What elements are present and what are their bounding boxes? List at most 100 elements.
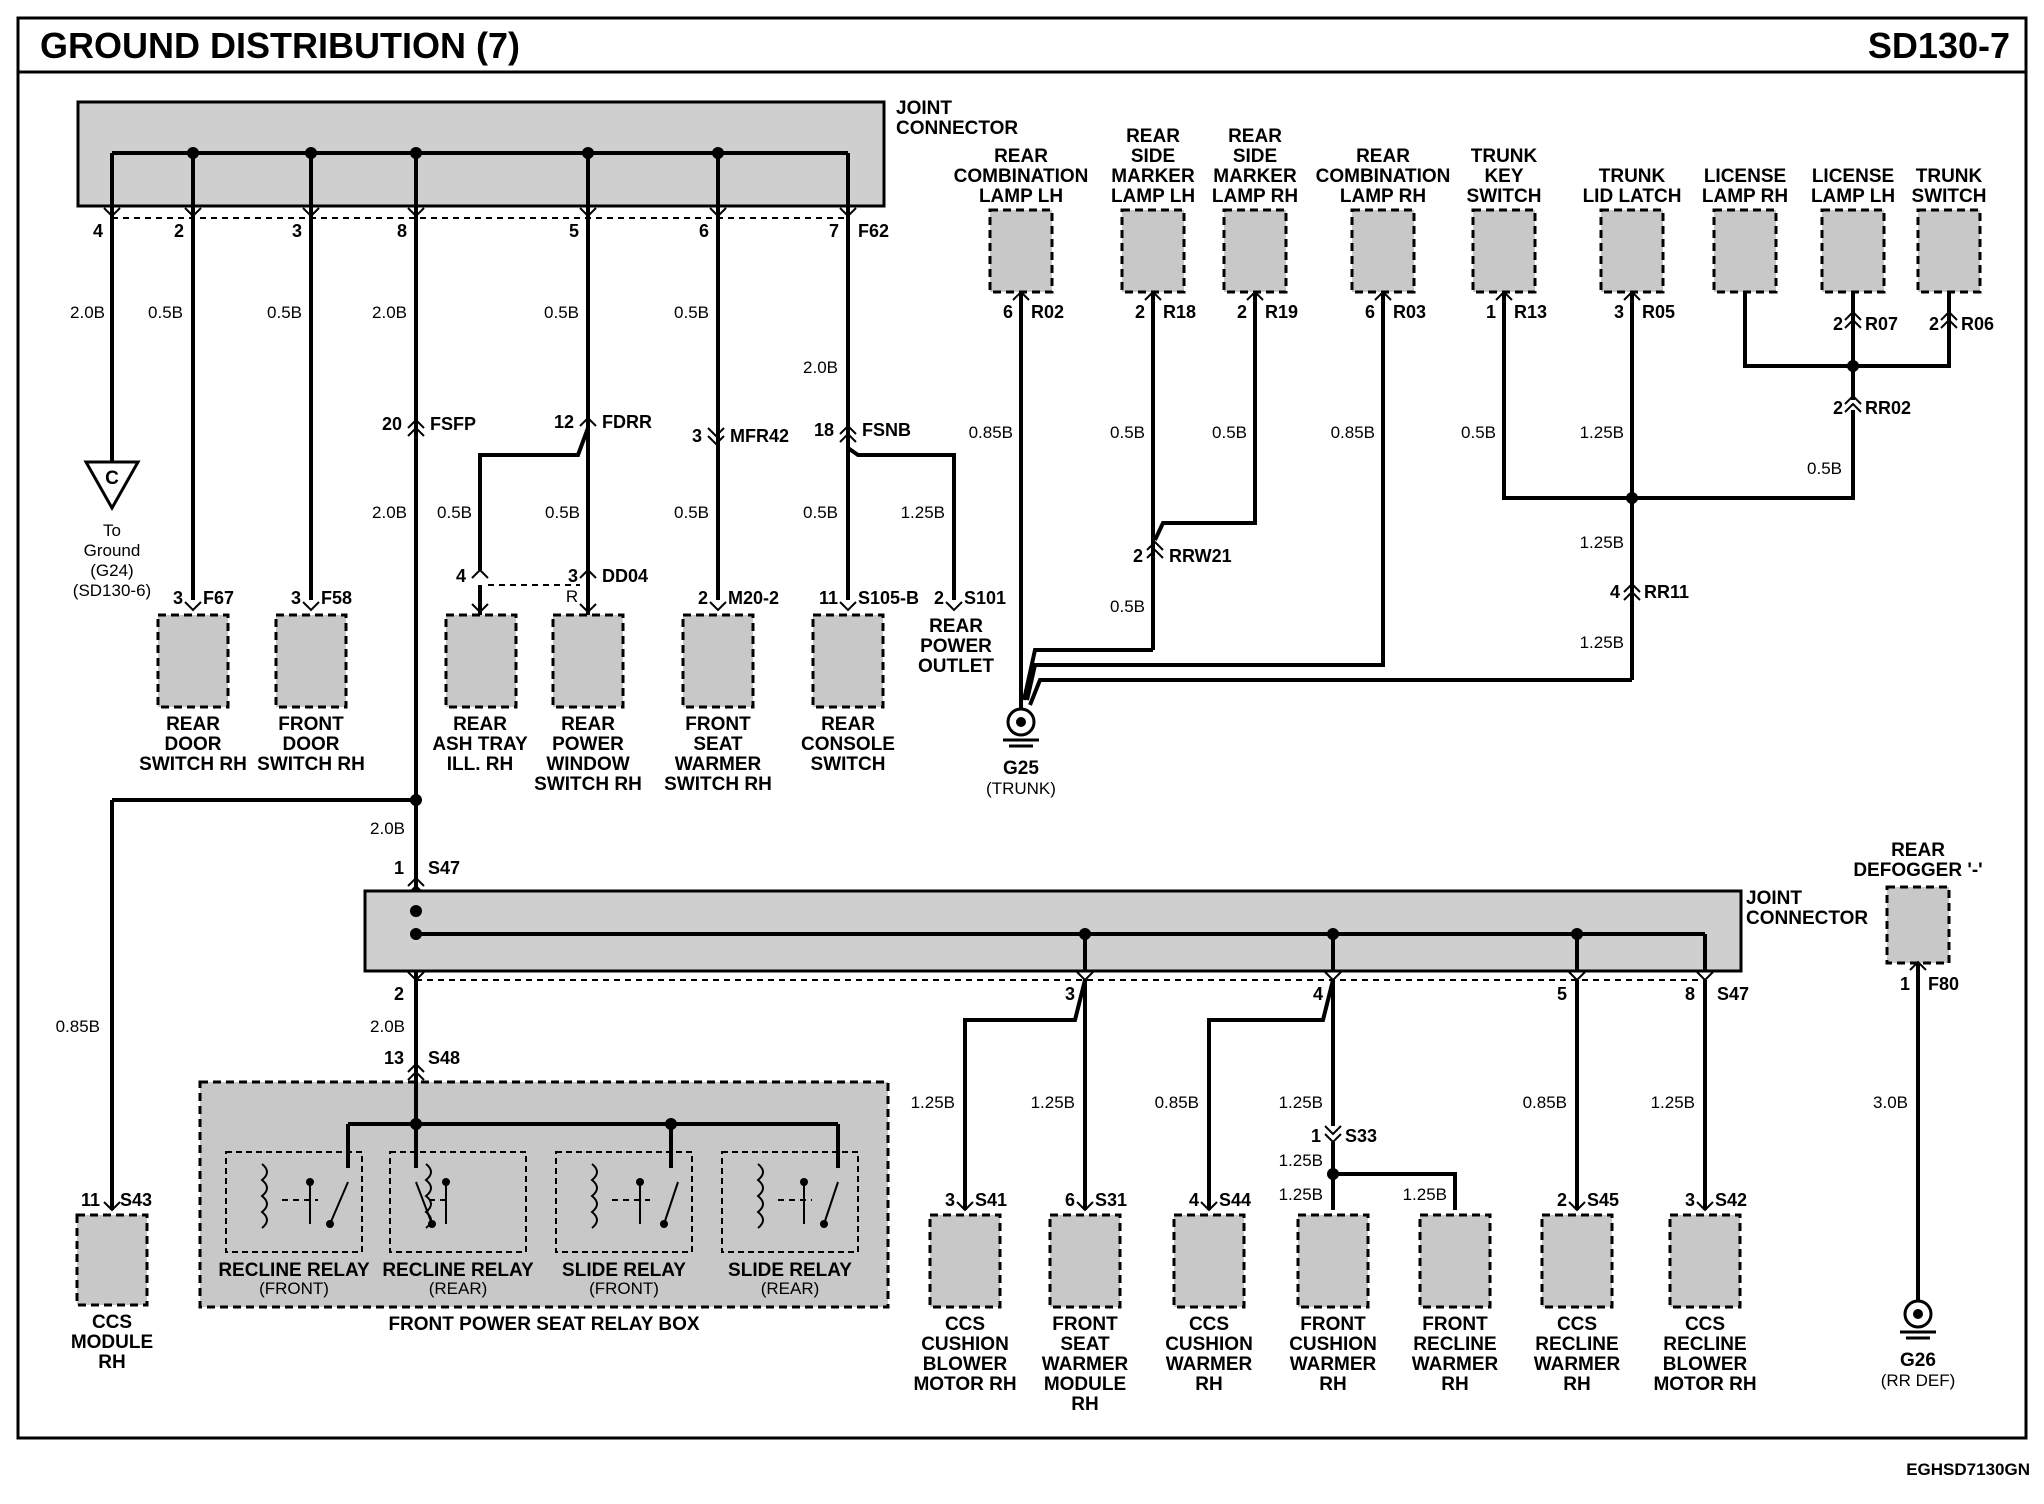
- s33-pin: 1: [1311, 1126, 1321, 1146]
- conn: R13: [1514, 302, 1547, 322]
- s47-top-name: S47: [428, 858, 460, 878]
- g26-name: G26: [1900, 1350, 1936, 1371]
- fsfp-connector: [407, 418, 425, 437]
- comp-name: LAMP RH: [1340, 186, 1426, 207]
- wire-label: 0.5B: [1110, 597, 1145, 616]
- comp-name: FRONT: [278, 714, 344, 735]
- lower-pin: 4: [1313, 984, 1323, 1004]
- conn: R18: [1163, 302, 1196, 322]
- ccs-module-name: CCS: [92, 1312, 132, 1333]
- rear-defogger-pin: 1: [1900, 974, 1910, 994]
- g26-sub: (RR DEF): [1881, 1371, 1956, 1390]
- pin: 2: [1557, 1190, 1567, 1210]
- upper-component-names: REAR DOOR SWITCH RH FRONT DOOR SWITCH RH…: [139, 616, 994, 795]
- comp-name: REAR: [821, 714, 875, 735]
- comp-pin: 11: [819, 588, 838, 608]
- outlet-pin: 2: [934, 588, 944, 608]
- comp-name: REAR: [1356, 146, 1410, 167]
- comp-name: RECLINE: [1535, 1334, 1618, 1355]
- rear-defogger-name: DEFOGGER '-': [1853, 860, 1982, 881]
- outlet-conn: S101: [964, 588, 1006, 608]
- wire-label: 0.5B: [148, 303, 183, 322]
- ground-c-symbol: [83, 460, 141, 512]
- s48-name: S48: [428, 1048, 460, 1068]
- conn: R06: [1961, 314, 1994, 334]
- lower-joint-connector: [363, 889, 1743, 982]
- wire-label: 0.5B: [1461, 423, 1496, 442]
- comp-name: ILL. RH: [447, 754, 514, 775]
- comp-name: CCS: [1189, 1314, 1229, 1335]
- wire-label: 0.5B: [437, 503, 472, 522]
- relay-name: SLIDE RELAY: [728, 1260, 852, 1281]
- relay-name: RECLINE RELAY: [218, 1260, 370, 1281]
- conn: S41: [975, 1190, 1007, 1210]
- fdrr-name: FDRR: [602, 412, 652, 432]
- rr02-name: RR02: [1865, 398, 1911, 418]
- ccs-module-name: RH: [98, 1352, 125, 1373]
- comp-name: FRONT: [1052, 1314, 1118, 1335]
- comp-name: CCS: [1685, 1314, 1725, 1335]
- ground-c-text: Ground: [84, 541, 141, 560]
- top-jc-connector-f62: F62: [858, 221, 889, 241]
- ccs-module-box: [75, 1213, 149, 1307]
- wire-label: 0.5B: [267, 303, 302, 322]
- top-pin-6: 6: [699, 221, 709, 241]
- comp-name: CUSHION: [1289, 1334, 1377, 1355]
- comp-name: POWER: [552, 734, 624, 755]
- ccs-module-name: MODULE: [71, 1332, 153, 1353]
- comp-name: WINDOW: [546, 754, 629, 775]
- comp-name: TRUNK: [1599, 166, 1666, 187]
- relay-sub: (FRONT): [259, 1279, 329, 1298]
- pin: 6: [1065, 1190, 1075, 1210]
- rear-defogger-box: [1885, 885, 1951, 965]
- pin: 6: [1003, 302, 1013, 322]
- top-pin-3: 3: [292, 221, 302, 241]
- dd04-connector: [471, 568, 597, 579]
- comp-pin: 2: [698, 588, 708, 608]
- comp-pin: 3: [173, 588, 183, 608]
- mfr42-name: MFR42: [730, 426, 789, 446]
- fsnb-pin: 18: [814, 420, 834, 440]
- comp-name: LID LATCH: [1583, 186, 1682, 207]
- wire-label: 0.5B: [674, 303, 709, 322]
- comp-name: RECLINE: [1413, 1334, 1496, 1355]
- wire-label: 0.5B: [1110, 423, 1145, 442]
- comp-name: FRONT: [1300, 1314, 1366, 1335]
- top-jc-label-1: JOINT: [896, 98, 952, 119]
- top-jc-wires: [103, 206, 857, 1030]
- wire-label: 1.25B: [1031, 1093, 1075, 1112]
- pin: 6: [1365, 302, 1375, 322]
- comp-name: SIDE: [1131, 146, 1175, 167]
- top-jc-label-2: CONNECTOR: [896, 118, 1018, 139]
- lower-jc-label-2: CONNECTOR: [1746, 908, 1868, 929]
- pin: 3: [1685, 1190, 1695, 1210]
- wire-label: 0.5B: [674, 503, 709, 522]
- relay-sub: (REAR): [429, 1279, 488, 1298]
- g25-ground-icon: [1003, 700, 1039, 748]
- g25-sub: (TRUNK): [986, 779, 1056, 798]
- wire-label: 1.25B: [1580, 633, 1624, 652]
- wire-label: 0.5B: [1212, 423, 1247, 442]
- comp-name: SWITCH: [1467, 186, 1542, 207]
- fsnb-connector: [839, 424, 857, 443]
- conn: S45: [1587, 1190, 1619, 1210]
- comp-name: MOTOR RH: [913, 1374, 1016, 1395]
- rear-defogger-name: REAR: [1891, 840, 1945, 861]
- comp-pin: 3: [291, 588, 301, 608]
- wire-label: 2.0B: [372, 303, 407, 322]
- wire-label: 0.5B: [803, 503, 838, 522]
- fsfp-pin: 20: [382, 414, 402, 434]
- comp-name: CUSHION: [1165, 1334, 1253, 1355]
- comp-name: WARMER: [1166, 1354, 1253, 1375]
- pin: 2: [1929, 314, 1939, 334]
- dd04-pin-right: 3: [568, 566, 578, 586]
- wire-label: 2.0B: [372, 503, 407, 522]
- conn: R02: [1031, 302, 1064, 322]
- upper-component-boxes: [156, 601, 963, 709]
- wire-label: 0.5B: [545, 503, 580, 522]
- ccs-module-pin: 11: [81, 1190, 100, 1210]
- wire-label: 0.85B: [1155, 1093, 1199, 1112]
- s48-connector: [407, 1062, 425, 1081]
- comp-name: DOOR: [283, 734, 340, 755]
